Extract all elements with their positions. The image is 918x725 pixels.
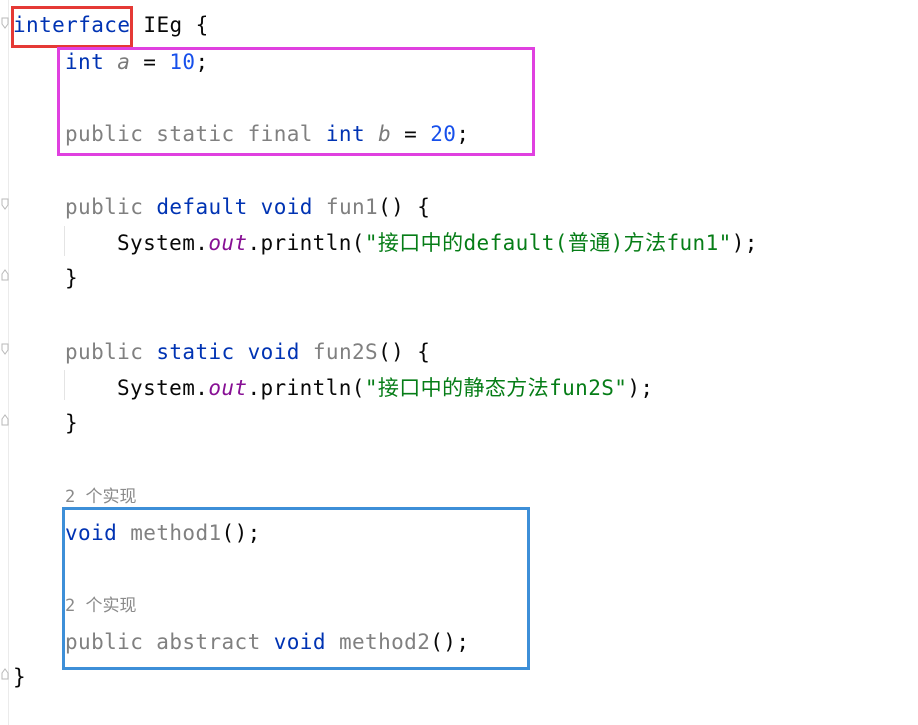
field-a: a bbox=[117, 50, 131, 74]
println-call: .println( bbox=[247, 376, 365, 400]
code-line-fun2s-close[interactable]: } bbox=[65, 410, 78, 436]
keyword-void: void bbox=[273, 630, 326, 654]
params-open-brace: () { bbox=[378, 340, 431, 364]
number-literal: 10 bbox=[169, 50, 196, 74]
modifier-public: public bbox=[65, 195, 157, 219]
fold-marker-icon[interactable] bbox=[1, 198, 9, 210]
code-line-fun1-close[interactable]: } bbox=[65, 265, 78, 291]
method-name-method1: method1 bbox=[130, 521, 222, 545]
keyword-static: static bbox=[156, 340, 235, 364]
code-line-fun2s-decl[interactable]: public static void fun2S() { bbox=[65, 339, 430, 365]
type-int: int bbox=[325, 122, 366, 146]
interface-name: IEg { bbox=[130, 13, 209, 37]
assign-op: = bbox=[130, 50, 170, 74]
keyword-void: void bbox=[65, 521, 118, 545]
keyword-interface: interface bbox=[13, 13, 131, 37]
keyword-default: default bbox=[156, 195, 248, 219]
code-line-fun2s-body[interactable]: System.out.println("接口中的静态方法fun2S"); bbox=[117, 375, 653, 401]
field-out: out bbox=[208, 231, 248, 255]
code-line-field-a[interactable]: int a = 10; bbox=[65, 49, 209, 75]
call-end: ); bbox=[731, 231, 758, 255]
indent-guide bbox=[64, 226, 65, 256]
call-end: ); bbox=[627, 376, 654, 400]
modifier-public: public bbox=[65, 340, 157, 364]
close-brace: } bbox=[65, 411, 79, 435]
semicolon: ; bbox=[456, 122, 470, 146]
gutter-divider bbox=[8, 0, 9, 725]
fold-marker-icon[interactable] bbox=[1, 17, 9, 29]
field-b: b bbox=[378, 122, 392, 146]
system-class: System. bbox=[117, 231, 209, 255]
string-literal: "接口中的default(普通)方法fun1" bbox=[364, 231, 732, 255]
close-brace: } bbox=[13, 665, 27, 689]
params-end: (); bbox=[221, 521, 261, 545]
assign-op: = bbox=[391, 122, 431, 146]
keyword-void: void bbox=[247, 340, 300, 364]
code-line-fun1-decl[interactable]: public default void fun1() { bbox=[65, 194, 430, 220]
close-brace: } bbox=[65, 266, 79, 290]
method-name-fun1: fun1 bbox=[325, 195, 379, 219]
indent-guide bbox=[64, 370, 65, 400]
modifiers: public static final bbox=[65, 122, 326, 146]
implementations-hint[interactable]: 2 个实现 bbox=[65, 596, 137, 616]
code-line-method1[interactable]: void method1(); bbox=[65, 520, 261, 546]
code-line-interface[interactable]: interface IEg { bbox=[13, 12, 209, 38]
params-end: (); bbox=[430, 630, 470, 654]
println-call: .println( bbox=[247, 231, 365, 255]
code-line-fun1-body[interactable]: System.out.println("接口中的default(普通)方法fun… bbox=[117, 230, 758, 256]
params-open-brace: () { bbox=[378, 195, 431, 219]
editor-gutter bbox=[0, 0, 10, 725]
field-out: out bbox=[208, 376, 248, 400]
system-class: System. bbox=[117, 376, 209, 400]
number-literal: 20 bbox=[430, 122, 457, 146]
fold-marker-icon[interactable] bbox=[1, 269, 9, 281]
modifiers: public abstract bbox=[65, 630, 274, 654]
type-int: int bbox=[65, 50, 105, 74]
fold-marker-icon[interactable] bbox=[1, 414, 9, 426]
code-line-field-b[interactable]: public static final int b = 20; bbox=[65, 121, 469, 147]
method-name-method2: method2 bbox=[338, 630, 431, 654]
implementations-hint[interactable]: 2 个实现 bbox=[65, 487, 137, 507]
method-name-fun2s: fun2S bbox=[312, 340, 379, 364]
fold-marker-icon[interactable] bbox=[1, 343, 9, 355]
code-line-interface-close[interactable]: } bbox=[13, 664, 26, 690]
keyword-void: void bbox=[260, 195, 313, 219]
string-literal: "接口中的静态方法fun2S" bbox=[364, 376, 628, 400]
fold-marker-icon[interactable] bbox=[1, 668, 9, 680]
code-line-method2[interactable]: public abstract void method2(); bbox=[65, 629, 469, 655]
semicolon: ; bbox=[195, 50, 209, 74]
